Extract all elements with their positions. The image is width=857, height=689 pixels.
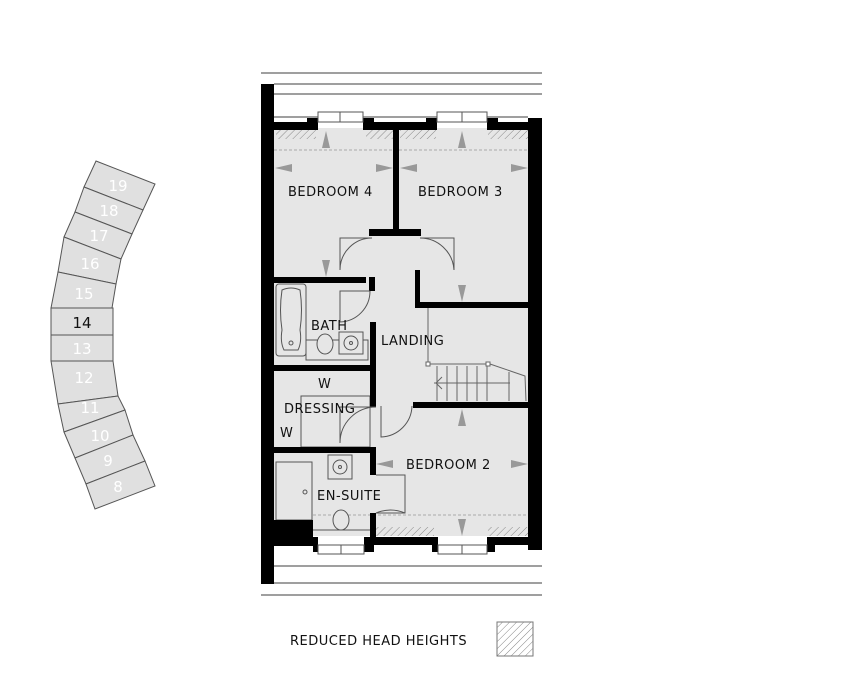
unit-label: 19: [108, 177, 127, 195]
walls: [261, 84, 542, 584]
door-bedroom4: [339, 237, 373, 271]
room-label-bath: BATH: [311, 319, 348, 334]
eaves-lines: [261, 72, 542, 596]
door-ensuite: [375, 474, 406, 514]
unit-label: 9: [103, 452, 113, 470]
unit-label: 15: [74, 285, 93, 303]
unit-label: 12: [74, 369, 93, 387]
legend: REDUCED HEAD HEIGHTS: [290, 621, 534, 657]
hatch-swatch: [496, 621, 534, 657]
legend-label: REDUCED HEAD HEIGHTS: [290, 634, 467, 649]
room-label-dressing: DRESSING: [284, 402, 355, 417]
unit-label: 17: [89, 227, 108, 245]
unit-8[interactable]: [85, 460, 156, 510]
room-label-en-suite: EN-SUITE: [317, 489, 381, 504]
staircase[interactable]: [425, 308, 527, 402]
room-label-landing: LANDING: [381, 334, 444, 349]
toilet: [316, 333, 334, 355]
floor-area: [274, 128, 530, 536]
unit-label: 10: [90, 427, 109, 445]
unit-label: 13: [72, 340, 91, 358]
unit-label: 8: [113, 478, 123, 496]
dimension-arrows: [275, 131, 528, 536]
room-label-bedroom-4: BEDROOM 4: [288, 185, 373, 200]
unit-label: 16: [80, 255, 99, 273]
key-plan: [50, 160, 156, 510]
door-bedroom3: [419, 237, 455, 271]
door-dressing: [339, 406, 377, 444]
key-plan-labels: 19 18 17 16 15 14 13 12 11 10 9 8: [72, 177, 127, 496]
wardrobe-label: W: [280, 426, 293, 441]
unit-label: 11: [80, 399, 99, 417]
room-label-bedroom-3: BEDROOM 3: [418, 185, 503, 200]
door-bedroom2: [380, 405, 413, 438]
doors[interactable]: [339, 237, 455, 514]
ensuite-toilet: [332, 509, 350, 531]
door-bath: [339, 290, 371, 323]
reduced-head-height-zones: [274, 130, 528, 536]
unit-label-highlighted: 14: [72, 314, 91, 332]
bathtub: [275, 283, 307, 357]
unit-label: 18: [99, 202, 118, 220]
wardrobe-label: W: [318, 377, 331, 392]
windows: [317, 111, 488, 555]
fixtures: [275, 283, 372, 531]
room-label-bedroom-2: BEDROOM 2: [406, 458, 491, 473]
